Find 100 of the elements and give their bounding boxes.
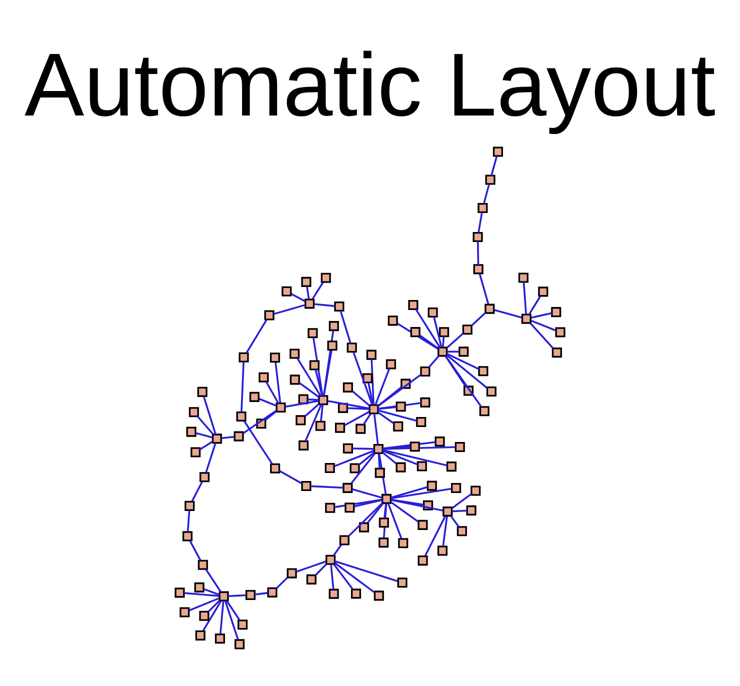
connector [374,368,390,405]
node-box [249,391,260,402]
node-box [308,328,318,338]
connector [352,351,374,405]
node-box [296,414,306,425]
connector [419,334,439,349]
node-box [521,313,532,324]
node-box [362,372,373,383]
node-box [328,588,339,598]
connector [191,480,204,502]
connector [384,502,387,518]
node-box [538,286,548,296]
connector [378,409,417,422]
node-box [420,366,430,376]
node-box [451,482,462,493]
connector [444,354,482,407]
node-box [408,300,418,310]
node-box [270,352,280,362]
connector [442,336,445,347]
connector [304,402,320,416]
node-box [264,310,274,320]
connector [310,484,344,488]
connector [334,449,374,467]
connector [390,487,452,499]
connector [433,316,442,347]
connector [259,398,277,406]
node-box [218,590,229,601]
node-box [325,502,336,512]
node-box [236,410,246,422]
node-box [180,606,190,617]
node-box [200,472,210,482]
node-box [358,522,370,532]
node-box [485,174,496,184]
connector [344,410,370,426]
connector [314,563,327,576]
node-box [470,485,481,496]
node-box [344,502,355,512]
node-box [188,406,199,417]
connector [208,600,220,612]
connector [447,350,459,352]
connector [278,470,302,484]
connector [184,592,220,596]
node-box [256,418,266,428]
connector [390,500,419,522]
connector [188,596,220,611]
connector [522,281,527,314]
connector [274,304,306,314]
node-box [374,467,385,478]
connector [354,498,382,507]
connector [333,564,354,590]
connector [377,411,394,424]
node-box [400,378,411,388]
node-box [551,306,562,317]
node-box [437,545,448,556]
node-box [197,386,208,396]
node-box [350,462,360,473]
connector [228,594,246,597]
node-box [234,638,245,649]
connector [382,448,448,466]
connector [478,272,490,304]
node-box [492,146,503,156]
connector [224,600,239,640]
node-box [416,416,426,427]
connector [290,292,306,302]
node-box [378,517,389,528]
node-box [335,422,346,432]
node-box [298,440,309,450]
node-box [438,346,448,356]
connector [373,412,379,444]
connector [186,510,190,532]
connector [428,354,440,368]
connector [482,183,490,204]
connector [378,402,422,410]
node-box [396,462,406,472]
node-box [423,500,434,510]
node-box [301,480,312,491]
connector [196,432,213,438]
connector [205,442,216,472]
node-box [276,402,286,412]
node-box [397,577,408,588]
node-box [324,462,335,473]
connector [306,286,310,300]
node-box [290,374,300,384]
connector [350,452,376,484]
node-box [304,298,315,308]
node-box [234,430,244,441]
connector [476,240,480,264]
connector [314,368,323,396]
node-box [346,342,357,352]
node-box [484,303,495,314]
connector [296,560,326,572]
connector [362,412,372,425]
node-box [328,320,339,331]
connector [332,544,342,556]
node-box [301,276,312,286]
node-box [368,404,379,414]
connector [390,486,428,498]
node-box [388,315,398,326]
connector [390,498,424,506]
connector [340,310,352,344]
